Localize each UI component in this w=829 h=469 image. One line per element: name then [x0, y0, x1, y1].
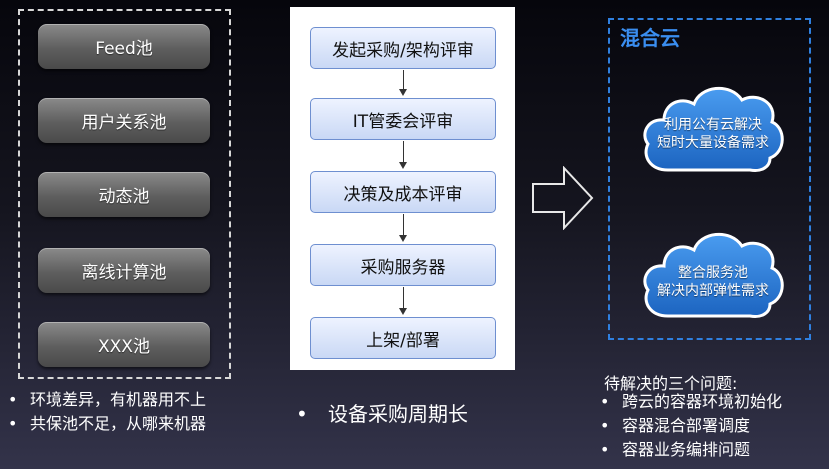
left-bullet-item: 环境差异，有机器用不上 — [8, 388, 206, 412]
issue-item: 容器混合部署调度 — [600, 414, 782, 438]
issues-title: 待解决的三个问题: — [604, 374, 738, 393]
arrow-down-icon — [399, 89, 407, 96]
issue-text: 容器混合部署调度 — [622, 416, 751, 435]
center-bullet: 设备采购周期长 — [296, 398, 468, 427]
center-bullet-text: 设备采购周期长 — [328, 402, 468, 426]
pool-feed: Feed池 — [38, 24, 210, 69]
cloud-text-line: 解决内部弹性需求 — [657, 283, 769, 299]
procurement-flow-panel: 发起采购/架构评审 IT管委会评审 决策及成本评审 采购服务器 上架/部署 — [290, 7, 515, 370]
flow-connector — [403, 214, 404, 236]
arrow-down-icon — [399, 235, 407, 242]
left-bullet-text: 共保池不足，从哪来机器 — [30, 414, 207, 433]
flow-step-cost-review: 决策及成本评审 — [310, 171, 496, 213]
hybrid-cloud-frame — [608, 18, 811, 340]
issue-item: 容器业务编排问题 — [600, 438, 782, 462]
cloud-text-line: 短时大量设备需求 — [657, 135, 769, 151]
arrow-down-icon — [399, 308, 407, 315]
arrow-right-icon — [532, 166, 594, 230]
pool-dynamic: 动态池 — [38, 172, 210, 217]
flow-step-purchase: 采购服务器 — [310, 244, 496, 286]
left-bullet-item: 共保池不足，从哪来机器 — [8, 412, 206, 436]
flow-connector — [403, 70, 404, 90]
cloud-icon — [643, 232, 784, 318]
left-bullet-text: 环境差异，有机器用不上 — [30, 390, 207, 409]
flow-step-initiate: 发起采购/架构评审 — [310, 27, 496, 69]
left-bullet-list: 环境差异，有机器用不上 共保池不足，从哪来机器 — [8, 388, 206, 436]
cloud-text-public: 利用公有云解决 短时大量设备需求 — [638, 116, 788, 152]
flow-step-deploy: 上架/部署 — [310, 317, 496, 359]
pool-offline-compute: 离线计算池 — [38, 248, 210, 293]
issues-list: 跨云的容器环境初始化 容器混合部署调度 容器业务编排问题 — [600, 390, 782, 462]
issue-item: 跨云的容器环境初始化 — [600, 390, 782, 414]
cloud-text-line: 利用公有云解决 — [664, 117, 762, 133]
issue-text: 跨云的容器环境初始化 — [622, 392, 783, 411]
arrow-down-icon — [399, 162, 407, 169]
pool-user-relation: 用户关系池 — [38, 98, 210, 143]
cloud-text-line: 整合服务池 — [678, 265, 748, 281]
flow-step-it-review: IT管委会评审 — [310, 98, 496, 140]
pool-xxx: XXX池 — [38, 322, 210, 367]
cloud-icon — [643, 86, 784, 172]
cloud-text-internal: 整合服务池 解决内部弹性需求 — [638, 264, 788, 300]
flow-connector — [403, 141, 404, 163]
pools-frame — [18, 9, 231, 379]
issue-text: 容器业务编排问题 — [622, 440, 751, 459]
hybrid-cloud-title: 混合云 — [620, 26, 680, 50]
flow-connector — [403, 287, 404, 309]
